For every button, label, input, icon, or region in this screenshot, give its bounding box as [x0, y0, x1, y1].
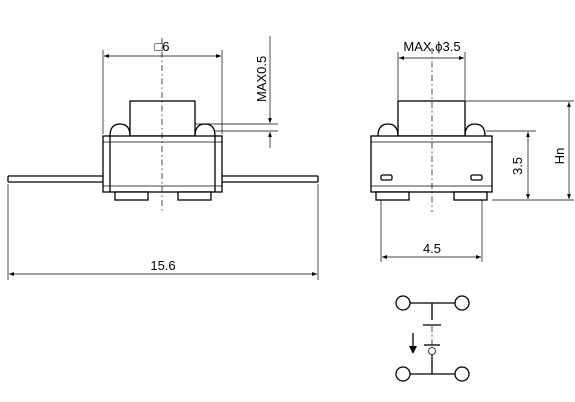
side-view: MAX.ϕ3.5 3.5 Hn 4.5 [370, 39, 574, 262]
max-height-label: MAX0.5 [254, 56, 269, 102]
max-diameter-dimension: MAX.ϕ3.5 [397, 39, 466, 100]
max-height-dimension: MAX0.5 [195, 36, 278, 148]
front-left-bump [109, 123, 131, 137]
side-body [370, 135, 493, 193]
front-right-bump [194, 123, 216, 137]
terminal-bottom-left [395, 366, 411, 382]
height-35-dimension: 3.5 [486, 130, 536, 201]
side-right-slot [470, 174, 483, 181]
width-45-label: 4.5 [423, 241, 441, 256]
front-body [102, 135, 223, 193]
side-left-bump [377, 123, 399, 137]
total-length-dimension: 15.6 [7, 184, 319, 280]
terminal-top-right [454, 295, 470, 311]
front-right-foot [177, 191, 212, 201]
terminal-top-left [395, 295, 411, 311]
front-view-leads [7, 175, 319, 183]
total-length-label: 15.6 [150, 258, 175, 273]
square-size-dimension: □6 [102, 39, 223, 134]
front-left-foot [114, 191, 149, 201]
square-size-label: □6 [154, 39, 169, 54]
side-right-foot [453, 191, 488, 201]
hn-dimension: Hn [465, 100, 574, 201]
front-actuator [129, 100, 196, 137]
switch-schematic [395, 295, 470, 382]
max-diameter-label: MAX.ϕ3.5 [403, 39, 460, 54]
switch-contact-point [428, 347, 436, 355]
front-view: □6 MAX0.5 15.6 [7, 36, 319, 280]
height-35-label: 3.5 [510, 157, 525, 175]
side-right-bump [464, 123, 486, 137]
side-left-slot [380, 174, 393, 181]
side-left-foot [375, 191, 410, 201]
hn-label: Hn [552, 148, 567, 165]
terminal-bottom-right [454, 366, 470, 382]
width-45-dimension: 4.5 [380, 200, 483, 262]
side-actuator [397, 100, 466, 137]
